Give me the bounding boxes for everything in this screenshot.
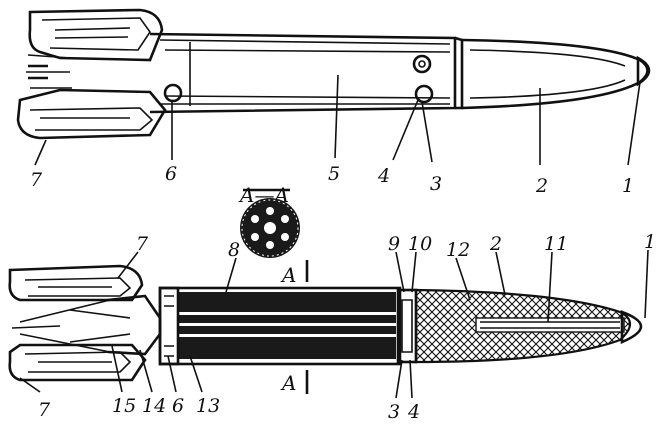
- lug-front-lower: [414, 84, 434, 104]
- section-mark-bottom: A: [280, 371, 296, 395]
- bottom-label-14: 14: [142, 395, 166, 417]
- warhead: [461, 38, 649, 110]
- section-mark-top: A: [280, 263, 296, 287]
- bottom-label-12: 12: [446, 239, 470, 261]
- bottom-leaders: [19, 249, 649, 399]
- top-label-1: 1: [622, 175, 634, 197]
- top-label-5: 5: [328, 163, 340, 185]
- bottom-label-1: 1: [644, 231, 656, 253]
- top-labels: 7 6 5 4 3 2 1: [30, 163, 634, 197]
- motor-tube: [149, 32, 457, 114]
- bottom-label-15: 15: [112, 395, 136, 417]
- top-label-3: 3: [430, 173, 442, 195]
- section-view: A—A: [238, 183, 300, 258]
- lug-rear: [163, 83, 183, 103]
- bottom-label-7-upper: 7: [136, 233, 149, 255]
- cut-fuse-tip: [620, 310, 643, 344]
- bottom-labels: 7 8 9 10 12 2 11 1 7 15 14 6 13 3 4: [38, 231, 656, 423]
- bottom-label-6: 6: [172, 395, 184, 417]
- bottom-label-10: 10: [408, 233, 432, 255]
- bottom-label-9: 9: [388, 233, 400, 255]
- rocket-exterior: [16, 8, 651, 140]
- top-label-7: 7: [30, 169, 43, 191]
- rocket-cutaway: [8, 264, 643, 382]
- section-marks: A A: [280, 260, 309, 395]
- upper-fin: [28, 8, 164, 62]
- bottom-label-13: 13: [196, 395, 220, 417]
- bottom-label-8: 8: [228, 239, 240, 261]
- bottom-label-7-lower: 7: [38, 399, 51, 421]
- fuse-tip: [636, 55, 651, 87]
- top-label-2: 2: [535, 175, 548, 197]
- bottom-label-4: 4: [407, 401, 420, 423]
- cut-upper-fin: [8, 264, 144, 302]
- bottom-label-2: 2: [489, 233, 502, 255]
- bottom-label-3: 3: [388, 401, 400, 423]
- top-label-6: 6: [165, 163, 177, 185]
- bottom-label-11: 11: [544, 233, 568, 255]
- top-leaders: [34, 74, 641, 166]
- lug-front-upper: [412, 54, 432, 74]
- top-label-4: 4: [377, 165, 390, 187]
